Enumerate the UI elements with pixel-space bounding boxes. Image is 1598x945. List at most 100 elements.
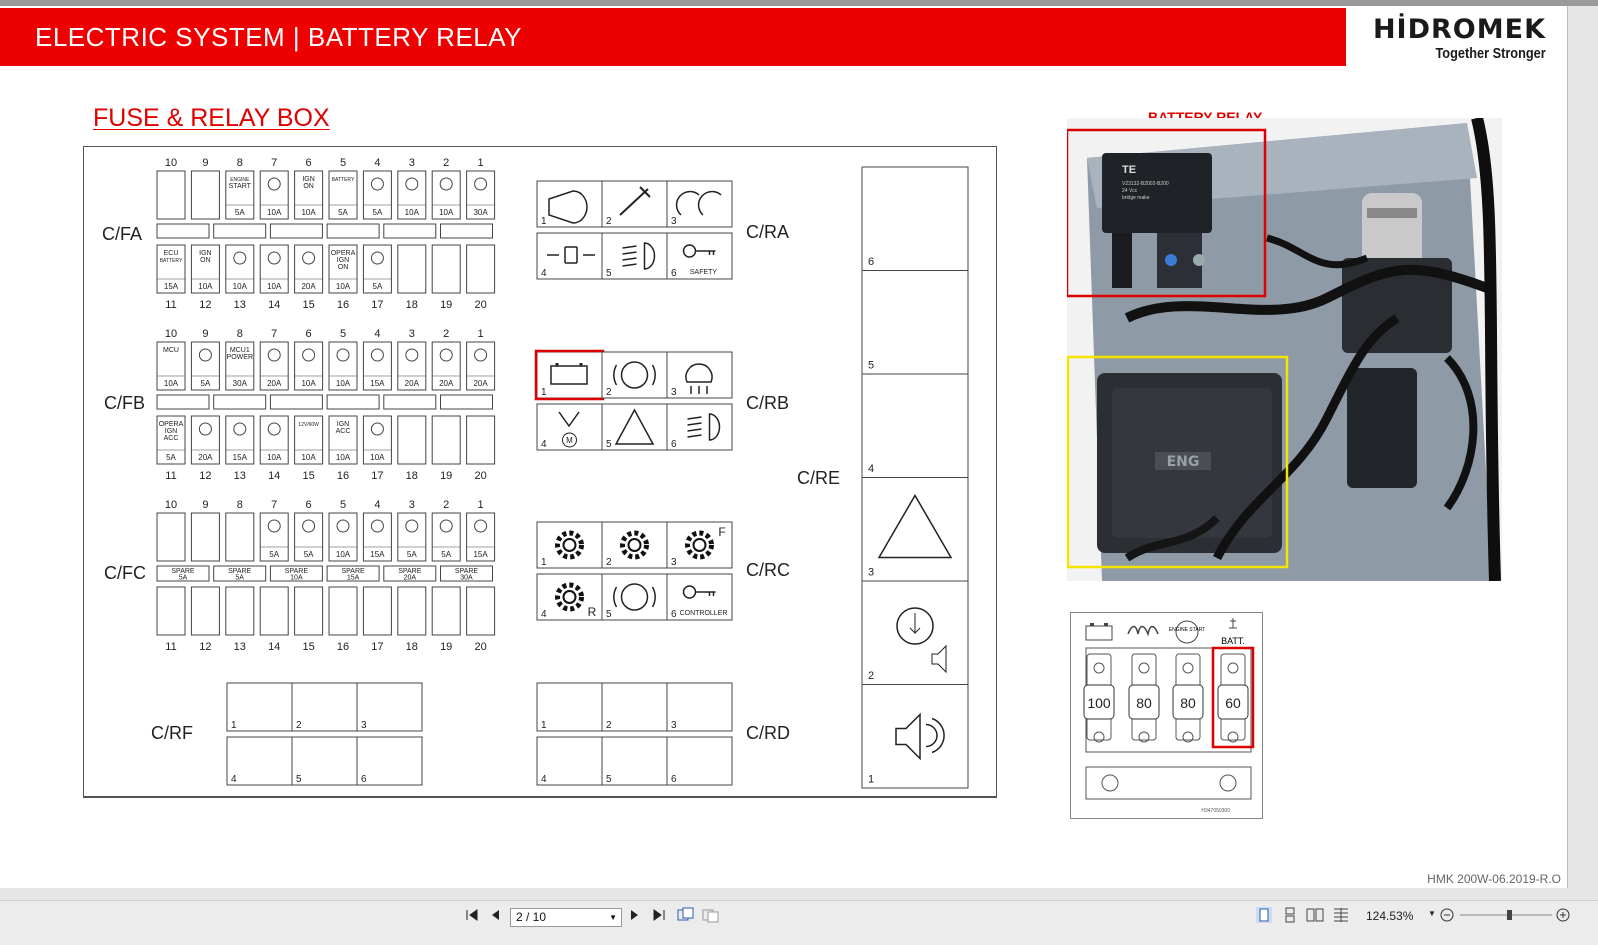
relay-re-5: 5 bbox=[861, 270, 969, 375]
relay-cell bbox=[291, 736, 358, 786]
relay-rc-5: 5 bbox=[601, 573, 668, 621]
relay-number: 4 bbox=[541, 609, 547, 620]
relay-rb-5: 5 bbox=[601, 403, 668, 451]
spare-fuse-slot bbox=[156, 565, 210, 582]
fuse-cfa-1-box bbox=[466, 170, 496, 220]
page-number-input[interactable]: 2 / 10 ▼ bbox=[510, 908, 622, 927]
fuse-cfa-15-symbol-icon bbox=[302, 251, 316, 265]
fit-width-icon[interactable] bbox=[702, 907, 720, 923]
spare-fuse-slot bbox=[213, 565, 267, 582]
fuse-number-bottom: 17 bbox=[371, 470, 383, 482]
relay-rb-3: 3 bbox=[666, 351, 733, 399]
last-page-icon[interactable] bbox=[652, 908, 666, 922]
wiper-icon bbox=[619, 186, 651, 216]
fuse-cfa-14-box bbox=[259, 244, 289, 294]
fuse-number-bottom: 16 bbox=[337, 299, 349, 311]
relay-cell bbox=[666, 736, 733, 786]
fit-page-icon[interactable] bbox=[677, 907, 695, 923]
label-crb: C/RB bbox=[746, 393, 790, 413]
headlight-icon bbox=[708, 413, 721, 441]
relay-number: 6 bbox=[671, 268, 677, 279]
relay-cell bbox=[666, 682, 733, 732]
spare-fuse-slot bbox=[383, 394, 437, 410]
first-page-icon[interactable] bbox=[465, 908, 479, 922]
fuse-number-top: 2 bbox=[443, 499, 449, 511]
relay-number: 5 bbox=[296, 774, 302, 785]
relay-rf-3: 3 bbox=[356, 682, 423, 732]
fuse-cfb-13-rating: 15A bbox=[233, 453, 248, 462]
zoom-in-icon[interactable] bbox=[1556, 908, 1570, 922]
fuse-cfa-8-rating: 5A bbox=[235, 208, 245, 217]
fuse-cfb-15-box bbox=[294, 415, 324, 465]
spare-value: 30A bbox=[460, 575, 473, 582]
main-fuse-60: 60 bbox=[1217, 653, 1249, 743]
zoom-level[interactable]: 124.53% bbox=[1366, 909, 1414, 923]
fuse-cfb-17-rating: 10A bbox=[370, 453, 385, 462]
zoom-out-icon[interactable] bbox=[1440, 908, 1454, 922]
relay-cell bbox=[536, 682, 603, 732]
fuse-cfb-5-rating: 10A bbox=[336, 379, 351, 388]
continuous-facing-icon[interactable] bbox=[1332, 907, 1350, 923]
fuse-cfa-20 bbox=[466, 244, 496, 294]
fuse-cfb-9-rating: 5A bbox=[201, 379, 211, 388]
relay-number: 3 bbox=[868, 567, 874, 579]
main-fuse-value: 80 bbox=[1180, 695, 1196, 711]
fuse-number-bottom: 12 bbox=[199, 641, 211, 653]
fuse-number-top: 6 bbox=[306, 157, 312, 169]
relay-rb-2: 2 bbox=[601, 351, 668, 399]
continuous-view-icon[interactable] bbox=[1282, 907, 1298, 923]
fuse-block-batt-label: BATT. bbox=[1221, 636, 1245, 646]
fuse-cfa-19-box bbox=[431, 244, 461, 294]
fuse-number-top: 7 bbox=[271, 499, 277, 511]
fuse-number-top: 5 bbox=[340, 499, 346, 511]
fuse-number-bottom: 12 bbox=[199, 299, 211, 311]
fuse-cfb-14-rating: 10A bbox=[267, 453, 282, 462]
relay-rf-2: 2 bbox=[291, 682, 358, 732]
spare-label: SPARE bbox=[228, 568, 252, 575]
fuse-cfb-2-symbol-icon bbox=[439, 348, 453, 362]
fuse-cfc-15-box bbox=[294, 586, 324, 636]
relay-number: 6 bbox=[868, 256, 874, 268]
fuse-cfb-7-symbol-icon bbox=[267, 348, 281, 362]
fuse-cfa-4-symbol-icon bbox=[370, 177, 384, 191]
next-page-icon[interactable] bbox=[629, 908, 641, 922]
fuse-cfc-2-symbol-icon bbox=[439, 519, 453, 533]
fuse-cfc-5-symbol-icon bbox=[336, 519, 350, 533]
fuse-number-bottom: 18 bbox=[406, 299, 418, 311]
zoom-dropdown-icon[interactable]: ▼ bbox=[1428, 909, 1436, 918]
previous-page-icon[interactable] bbox=[489, 908, 501, 922]
fuse-cfc-16-box bbox=[328, 586, 358, 636]
fuse-cfc-9 bbox=[190, 512, 220, 562]
fuse-cfb-6-symbol-icon bbox=[302, 348, 316, 362]
fuse-cfc-12-box bbox=[190, 586, 220, 636]
fuse-cfb-2-rating: 20A bbox=[439, 379, 454, 388]
fuse-cfa-12-icon-text: ON bbox=[200, 257, 211, 264]
fuse-cfb-10-box bbox=[156, 341, 186, 391]
facing-view-icon[interactable] bbox=[1306, 907, 1324, 923]
fuse-cfa-17: 5A bbox=[362, 244, 392, 294]
header-bar: ELECTRIC SYSTEM | BATTERY RELAY bbox=[0, 8, 1346, 66]
relay-rc-3: 3F bbox=[666, 521, 733, 569]
relay-number: 5 bbox=[606, 774, 612, 785]
single-page-view-icon[interactable] bbox=[1256, 907, 1272, 923]
main-fuse-element bbox=[1083, 684, 1115, 720]
fuse-cfb-14-box bbox=[259, 415, 289, 465]
relay-rf-5: 5 bbox=[291, 736, 358, 786]
spare-fuse-slot bbox=[440, 394, 493, 410]
relay-number: 2 bbox=[606, 557, 612, 568]
relay-line-3: bridge make bbox=[1122, 195, 1150, 201]
spare-label: SPARE bbox=[285, 568, 309, 575]
relay-cell bbox=[601, 180, 668, 228]
gear-f-text: F bbox=[718, 525, 725, 539]
fuse-cfc-3: 5A bbox=[397, 512, 427, 562]
fuse-number-bottom: 16 bbox=[337, 641, 349, 653]
page-dropdown-icon[interactable]: ▼ bbox=[609, 913, 617, 922]
fuse-number-bottom: 20 bbox=[474, 641, 486, 653]
fuse-number-top: 10 bbox=[165, 499, 177, 511]
zoom-slider[interactable] bbox=[1458, 908, 1554, 922]
relay-ra-2: 2 bbox=[601, 180, 668, 228]
fuse-cfb-1-box bbox=[466, 341, 496, 391]
